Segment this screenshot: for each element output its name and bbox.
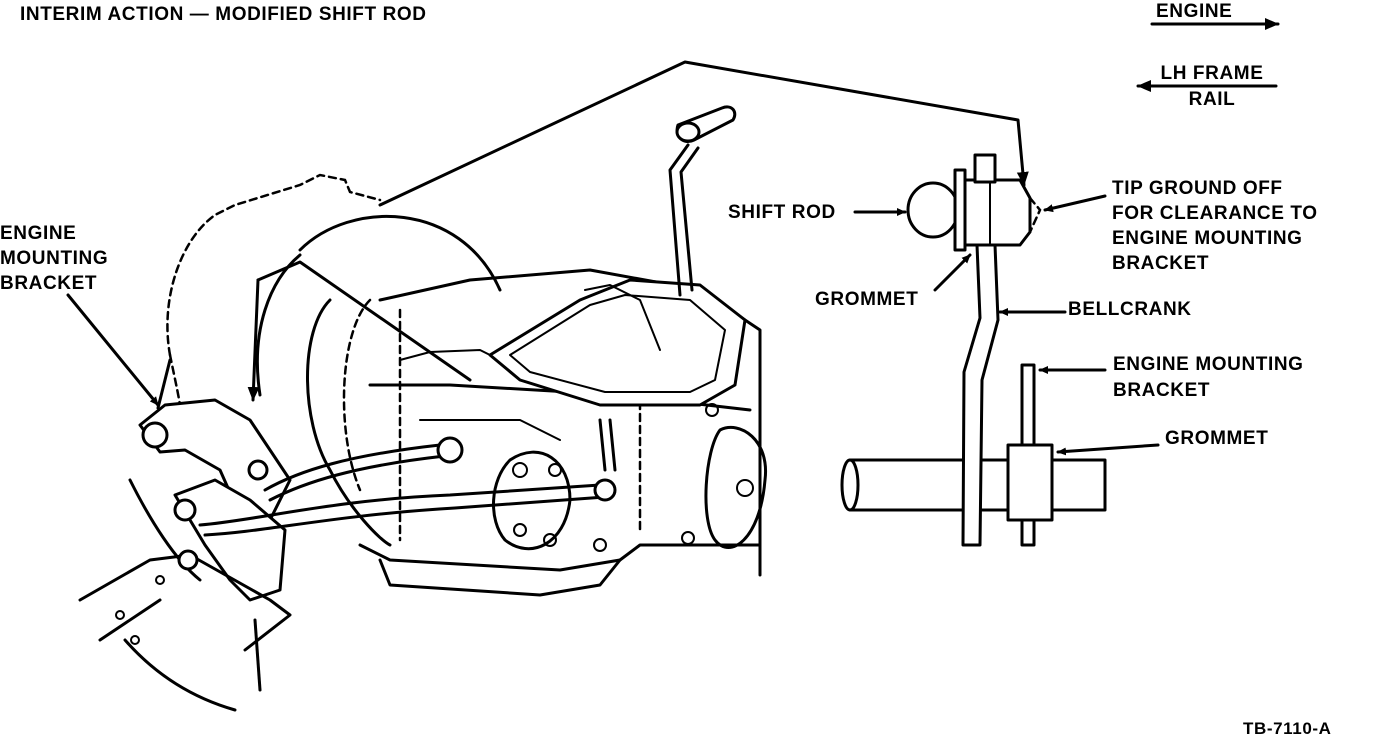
bellcrank-label: BELLCRANK — [1068, 299, 1192, 320]
engine-mounting-bracket-left-label-line3: BRACKET — [0, 273, 98, 294]
tip-ground-off-label-line1: TIP GROUND OFF — [1112, 178, 1283, 199]
frame-rail-label-line1: LH FRAME — [1160, 63, 1264, 84]
detail-reference-lines — [247, 60, 1029, 402]
transmission-assembly — [166, 105, 767, 597]
engine-mounting-bracket-left-label-line2: MOUNTING — [0, 248, 109, 269]
shift-linkage-rods — [198, 418, 617, 537]
tip-ground-off-label-line4: BRACKET — [1112, 253, 1210, 274]
engine-direction-label: ENGINE — [1156, 1, 1233, 22]
tip-ground-off-label-line2: FOR CLEARANCE TO — [1112, 203, 1318, 224]
grommet-lower-label: GROMMET — [1165, 428, 1269, 449]
tip-ground-off-label-line3: ENGINE MOUNTING — [1112, 228, 1303, 249]
diagram-title: INTERIM ACTION — MODIFIED SHIFT ROD — [20, 4, 427, 25]
engine-mounting-bracket-left-label-line1: ENGINE — [0, 223, 77, 244]
engine-mounting-bracket-right-label-line2: BRACKET — [1113, 380, 1211, 401]
detail-view — [840, 153, 1107, 547]
grommet-upper-label: GROMMET — [815, 289, 919, 310]
figure-id: TB-7110-A — [1243, 719, 1332, 738]
engine-mounting-bracket-right-label-line1: ENGINE MOUNTING — [1113, 354, 1304, 375]
shift-rod-label: SHIFT ROD — [728, 202, 836, 223]
frame-rail-label-line2: RAIL — [1188, 89, 1236, 110]
engine-mounting-bracket-left — [78, 358, 292, 712]
callout-arrows — [66, 194, 1160, 456]
